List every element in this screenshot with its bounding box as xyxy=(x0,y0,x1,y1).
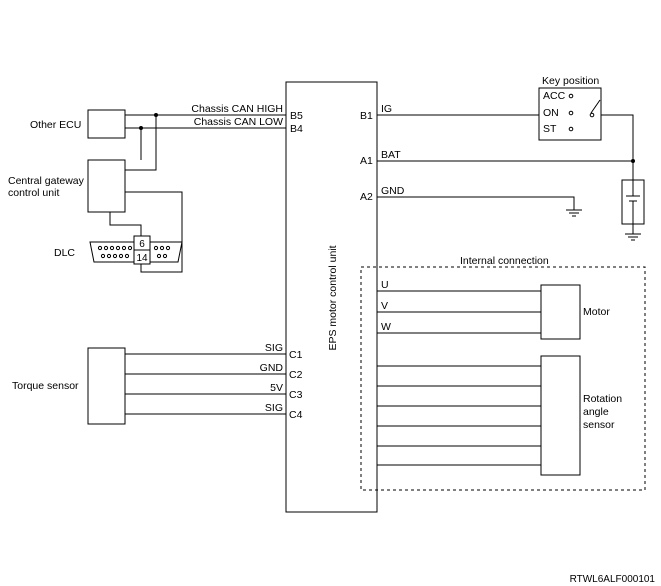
motor-phase-wires xyxy=(377,290,541,334)
rotation-sensor-box xyxy=(540,355,581,476)
pin-b1: B1 xyxy=(360,110,373,122)
central-gateway-box xyxy=(87,159,126,213)
torque-signal-c3: 5V xyxy=(270,382,283,394)
pin-b4: B4 xyxy=(290,123,303,135)
pin-a1: A1 xyxy=(360,155,373,167)
gnd-wire xyxy=(377,196,575,210)
key-on-label: ON xyxy=(543,107,559,119)
rotation-sensor-wires xyxy=(377,365,541,466)
phase-u-label: U xyxy=(381,279,389,291)
rotation-label-line1: Rotation xyxy=(583,393,622,405)
pin-c3: C3 xyxy=(289,389,303,401)
key-to-battery-wire xyxy=(601,114,634,180)
pin-c1: C1 xyxy=(289,349,303,361)
bat-label: BAT xyxy=(381,149,401,161)
pin-b5: B5 xyxy=(290,110,303,122)
motor-label: Motor xyxy=(583,306,610,318)
can-high-label: Chassis CAN HIGH xyxy=(191,103,283,115)
other-ecu-box xyxy=(87,109,126,139)
central-gateway-label-line2: control unit xyxy=(8,187,59,199)
eps-unit-box xyxy=(285,81,378,513)
key-position-label: Key position xyxy=(542,75,599,87)
torque-signal-c4: SIG xyxy=(265,402,283,414)
dlc-pins-decoration xyxy=(97,245,171,259)
ground-symbol-a2 xyxy=(566,209,582,217)
key-st-label: ST xyxy=(543,123,557,135)
footer-code: RTWL6ALF000101 xyxy=(570,574,656,585)
torque-sensor-wires xyxy=(125,353,286,415)
internal-connection-frame xyxy=(360,266,646,491)
torque-sensor-box xyxy=(87,347,126,425)
eps-unit-label: EPS motor control unit xyxy=(327,245,339,350)
can-low-label: Chassis CAN LOW xyxy=(194,116,283,128)
key-switch-contacts xyxy=(568,93,601,132)
dlc-wire-14 xyxy=(125,191,183,273)
dlc-pin-6-label: 6 xyxy=(139,239,145,250)
phase-w-label: W xyxy=(381,321,391,333)
dlc-wire-6 xyxy=(109,212,142,236)
pin-a2: A2 xyxy=(360,191,373,203)
internal-connection-label: Internal connection xyxy=(460,255,549,267)
torque-sensor-label: Torque sensor xyxy=(12,380,79,392)
gnd-label: GND xyxy=(381,185,405,197)
battery-symbol xyxy=(626,180,640,224)
ig-label: IG xyxy=(381,103,392,115)
dlc-pin-14-label: 14 xyxy=(136,253,148,264)
ground-symbol-battery xyxy=(625,233,641,241)
motor-box xyxy=(540,284,581,340)
gateway-can-high-wire xyxy=(125,115,157,171)
central-gateway-label-line1: Central gateway xyxy=(8,175,85,187)
pin-c4: C4 xyxy=(289,409,303,421)
phase-v-label: V xyxy=(381,300,388,312)
torque-signal-c2: GND xyxy=(260,362,284,374)
dlc-pin-14-box xyxy=(133,249,151,265)
rotation-label-line3: sensor xyxy=(583,419,615,431)
pin-c2: C2 xyxy=(289,369,303,381)
torque-signal-c1: SIG xyxy=(265,342,283,354)
key-acc-label: ACC xyxy=(543,90,566,102)
dlc-label: DLC xyxy=(54,247,75,259)
other-ecu-label: Other ECU xyxy=(30,119,81,131)
rotation-label-line2: angle xyxy=(583,406,609,418)
